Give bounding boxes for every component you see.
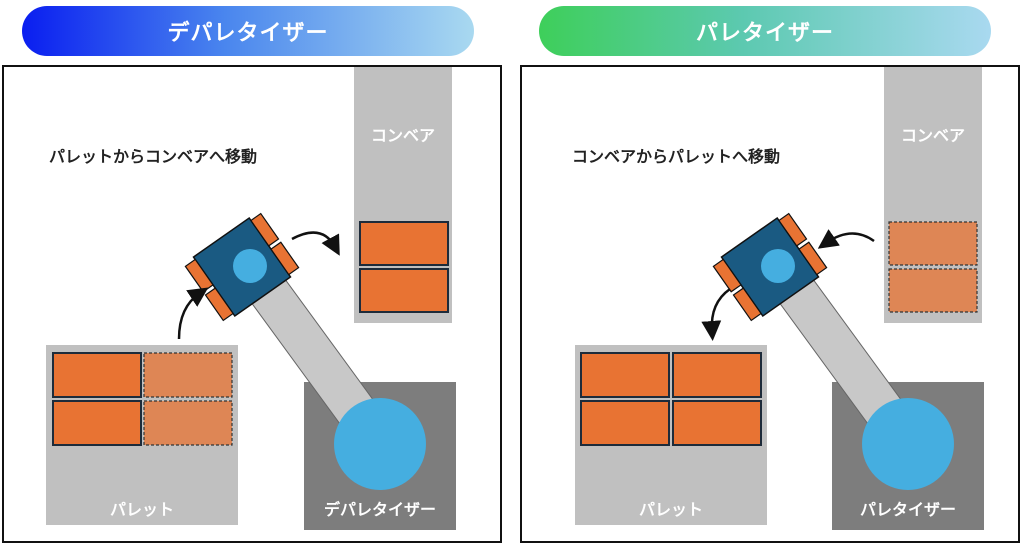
pallet-label: パレット (110, 500, 174, 519)
pallet-box-empty-slot (143, 400, 233, 446)
pallet-box (672, 400, 762, 446)
robot-base-joint (862, 398, 954, 490)
palletizer-panel: コンベア コンベアからパレットへ移動 パレット パレタイザー (520, 65, 1020, 543)
pallet-label: パレット (639, 500, 703, 519)
pallet-box (52, 400, 142, 446)
conveyor-label: コンベア (371, 126, 435, 145)
pallet-box-empty-slot (143, 352, 233, 398)
palletizer-title-banner: パレタイザー (539, 6, 991, 56)
pallet-box (52, 352, 142, 398)
conveyor-box-faded (888, 268, 978, 313)
description-text: コンベアからパレットへ移動 (572, 147, 780, 166)
pallet-box (580, 400, 670, 446)
palletizer-diagram: コンベア コンベアからパレットへ移動 パレット パレタイザー (572, 67, 984, 530)
arrow-pick-from-conveyor (817, 229, 875, 249)
robot-base-joint (334, 398, 426, 490)
robot-wrist-joint (761, 249, 795, 283)
pallet-box (580, 352, 670, 398)
depalletizer-diagram: コンベア パレットからコンベアへ移動 パレット デパレタイザー (46, 67, 456, 530)
arrow-place-to-pallet (701, 287, 731, 341)
robot-label: パレタイザー (860, 500, 956, 519)
pallet-box (672, 352, 762, 398)
robot-label: デパレタイザー (324, 500, 436, 519)
depalletizer-panel: コンベア パレットからコンベアへ移動 パレット デパレタイザー (2, 65, 502, 543)
conveyor-box (359, 221, 449, 266)
palletizer-title: パレタイザー (695, 21, 834, 46)
arrow-pick-from-pallet (177, 287, 209, 340)
robot-wrist-joint (233, 249, 267, 283)
depalletizer-title: デパレタイザー (167, 21, 329, 46)
arrow-place-to-conveyor (291, 231, 340, 256)
conveyor-box (359, 268, 449, 313)
conveyor-label: コンベア (901, 126, 965, 145)
description-text: パレットからコンベアへ移動 (49, 147, 257, 166)
conveyor-box-faded (888, 221, 978, 266)
depalletizer-title-banner: デパレタイザー (22, 6, 474, 56)
